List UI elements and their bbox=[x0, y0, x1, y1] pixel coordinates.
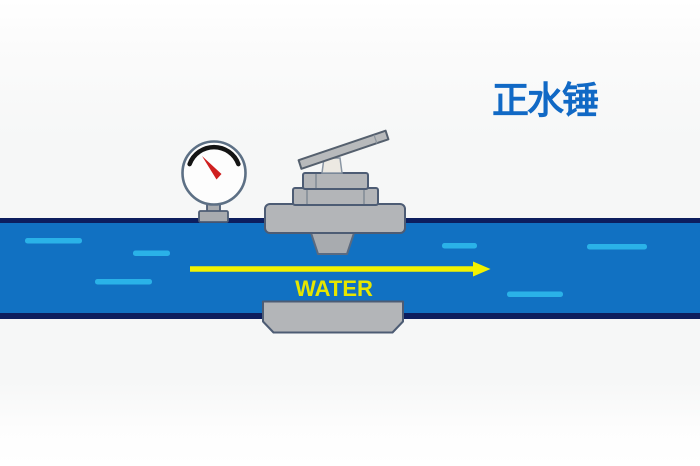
water-label: WATER bbox=[295, 276, 373, 301]
flow-dash bbox=[442, 243, 477, 249]
flow-arrow: WATER bbox=[190, 261, 491, 301]
flow-dash bbox=[587, 244, 647, 250]
flow-dash bbox=[133, 250, 170, 256]
valve-gate-wedge bbox=[310, 232, 355, 255]
valve-lever-handle bbox=[297, 129, 390, 170]
gauge-scale-arc bbox=[187, 144, 241, 167]
valve-tier-top bbox=[302, 172, 369, 190]
valve-bottom-flange bbox=[262, 300, 404, 334]
flow-dash bbox=[507, 291, 563, 297]
check-valve bbox=[262, 129, 406, 334]
pressure-gauge bbox=[181, 140, 247, 223]
valve-tier-middle bbox=[292, 187, 379, 206]
gauge-stem-foot bbox=[198, 210, 229, 223]
page-title: 正水锤 bbox=[492, 80, 599, 121]
flow-dashes bbox=[25, 238, 647, 297]
flow-arrow-head bbox=[473, 261, 491, 277]
flow-dash bbox=[95, 279, 152, 285]
flow-dash bbox=[25, 238, 82, 244]
valve-bonnet bbox=[264, 203, 406, 234]
gauge-needle bbox=[202, 156, 222, 180]
lever-seam bbox=[373, 134, 378, 144]
